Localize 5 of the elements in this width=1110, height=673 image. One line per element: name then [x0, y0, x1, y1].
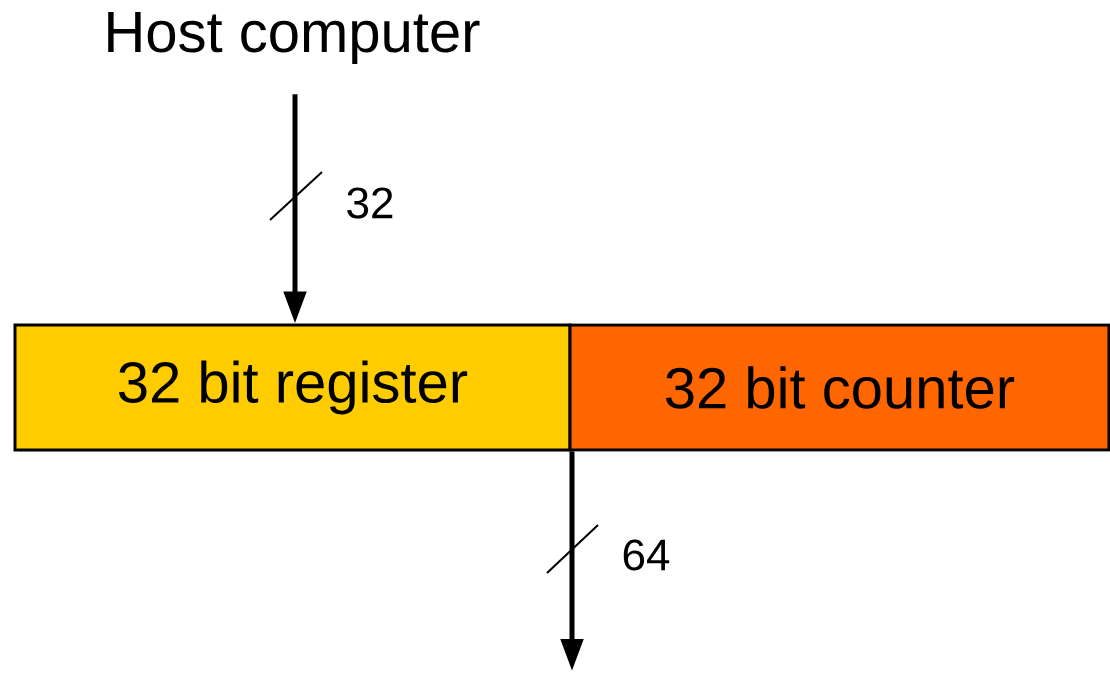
- register-box: 32 bit register: [13, 323, 572, 452]
- edge-label: 64: [623, 539, 670, 571]
- edge-label: 32: [347, 187, 393, 219]
- bare-text: Host computer: [108, 12, 480, 64]
- counter-box: 32 bit counter: [568, 323, 1110, 452]
